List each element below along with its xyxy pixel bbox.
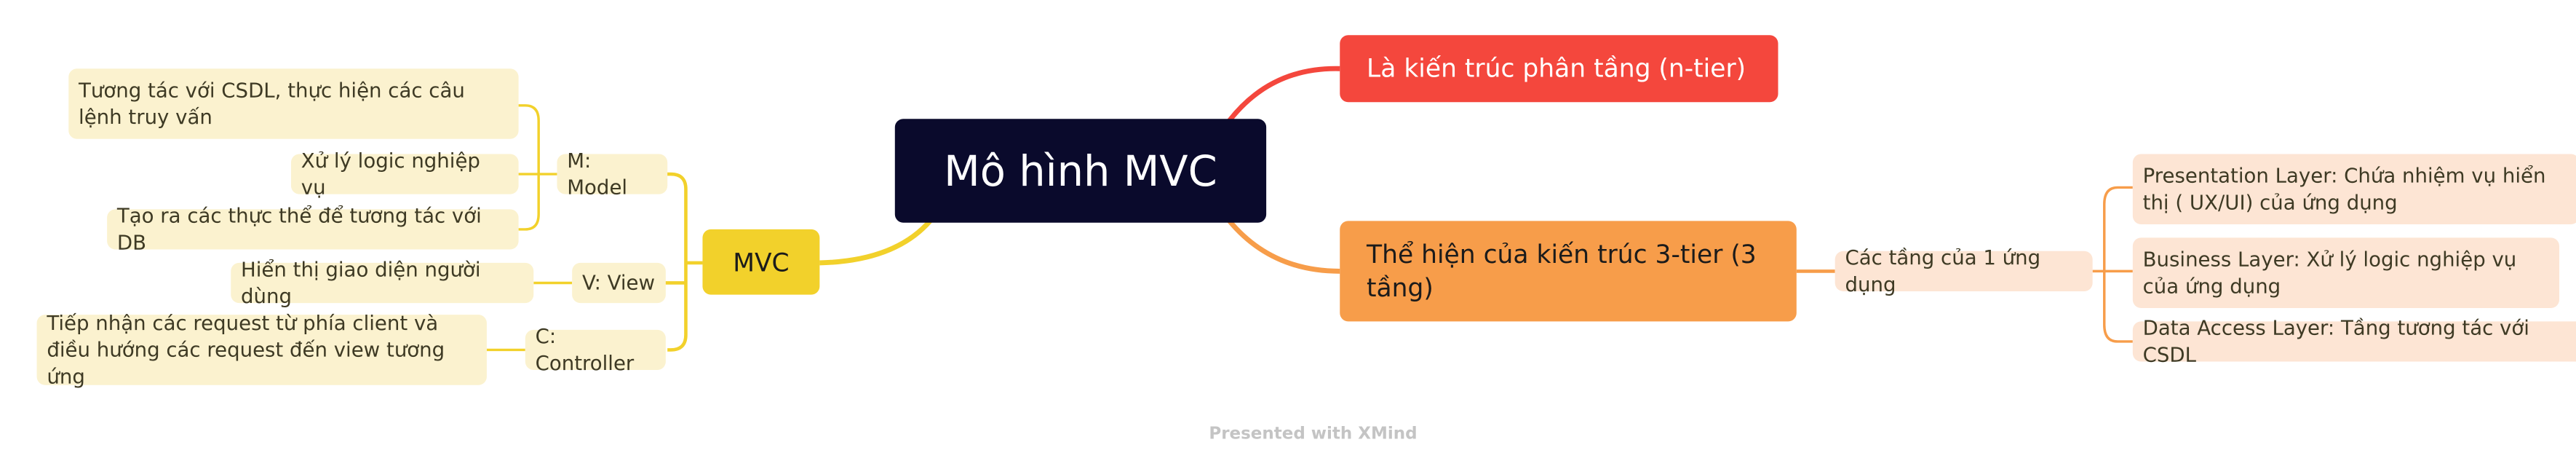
link-central-mvc: [819, 219, 932, 266]
subtopic-model[interactable]: M: Model: [557, 149, 668, 200]
layer-business[interactable]: Business Layer: Xử lý logic nghiệp vụ củ…: [2132, 237, 2560, 308]
controller-item-request[interactable]: Tiếp nhận các request từ phía client và …: [36, 312, 487, 388]
layer-data-access[interactable]: Data Access Layer: Tầng tương tác với CS…: [2132, 316, 2576, 366]
layer-presentation[interactable]: Presentation Layer: Chứa nhiệm vụ hiển t…: [2132, 154, 2576, 225]
footer-credit: Presented with XMind: [1209, 425, 1418, 444]
model-item-logic[interactable]: Xử lý logic nghiệp vụ: [290, 149, 519, 200]
link-central-orange: [1227, 219, 1340, 274]
link-mvc-bracket: [662, 172, 703, 352]
model-item-query[interactable]: Tương tác với CSDL, thực hiện các câu lệ…: [68, 68, 519, 139]
link-central-red: [1227, 66, 1340, 122]
topic-mvc[interactable]: MVC: [702, 229, 820, 295]
link-model-bracket: [518, 104, 557, 231]
model-item-entities[interactable]: Tạo ra các thực thể để tương tác với DB: [107, 204, 519, 254]
central-topic[interactable]: Mô hình MVC: [894, 119, 1267, 223]
subtopic-layers[interactable]: Các tầng của 1 ứng dụng: [1834, 246, 2093, 296]
subtopic-controller[interactable]: C: Controller: [525, 325, 666, 375]
topic-3-tier[interactable]: Thể hiện của kiến trúc 3-tier (3 tầng): [1340, 221, 1797, 322]
topic-n-tier[interactable]: Là kiến trúc phân tầng (n-tier): [1340, 35, 1778, 103]
subtopic-view[interactable]: V: View: [572, 262, 666, 304]
view-item-ui[interactable]: Hiển thị giao diện người dùng: [231, 258, 534, 308]
link-layers-bracket: [2092, 186, 2133, 343]
